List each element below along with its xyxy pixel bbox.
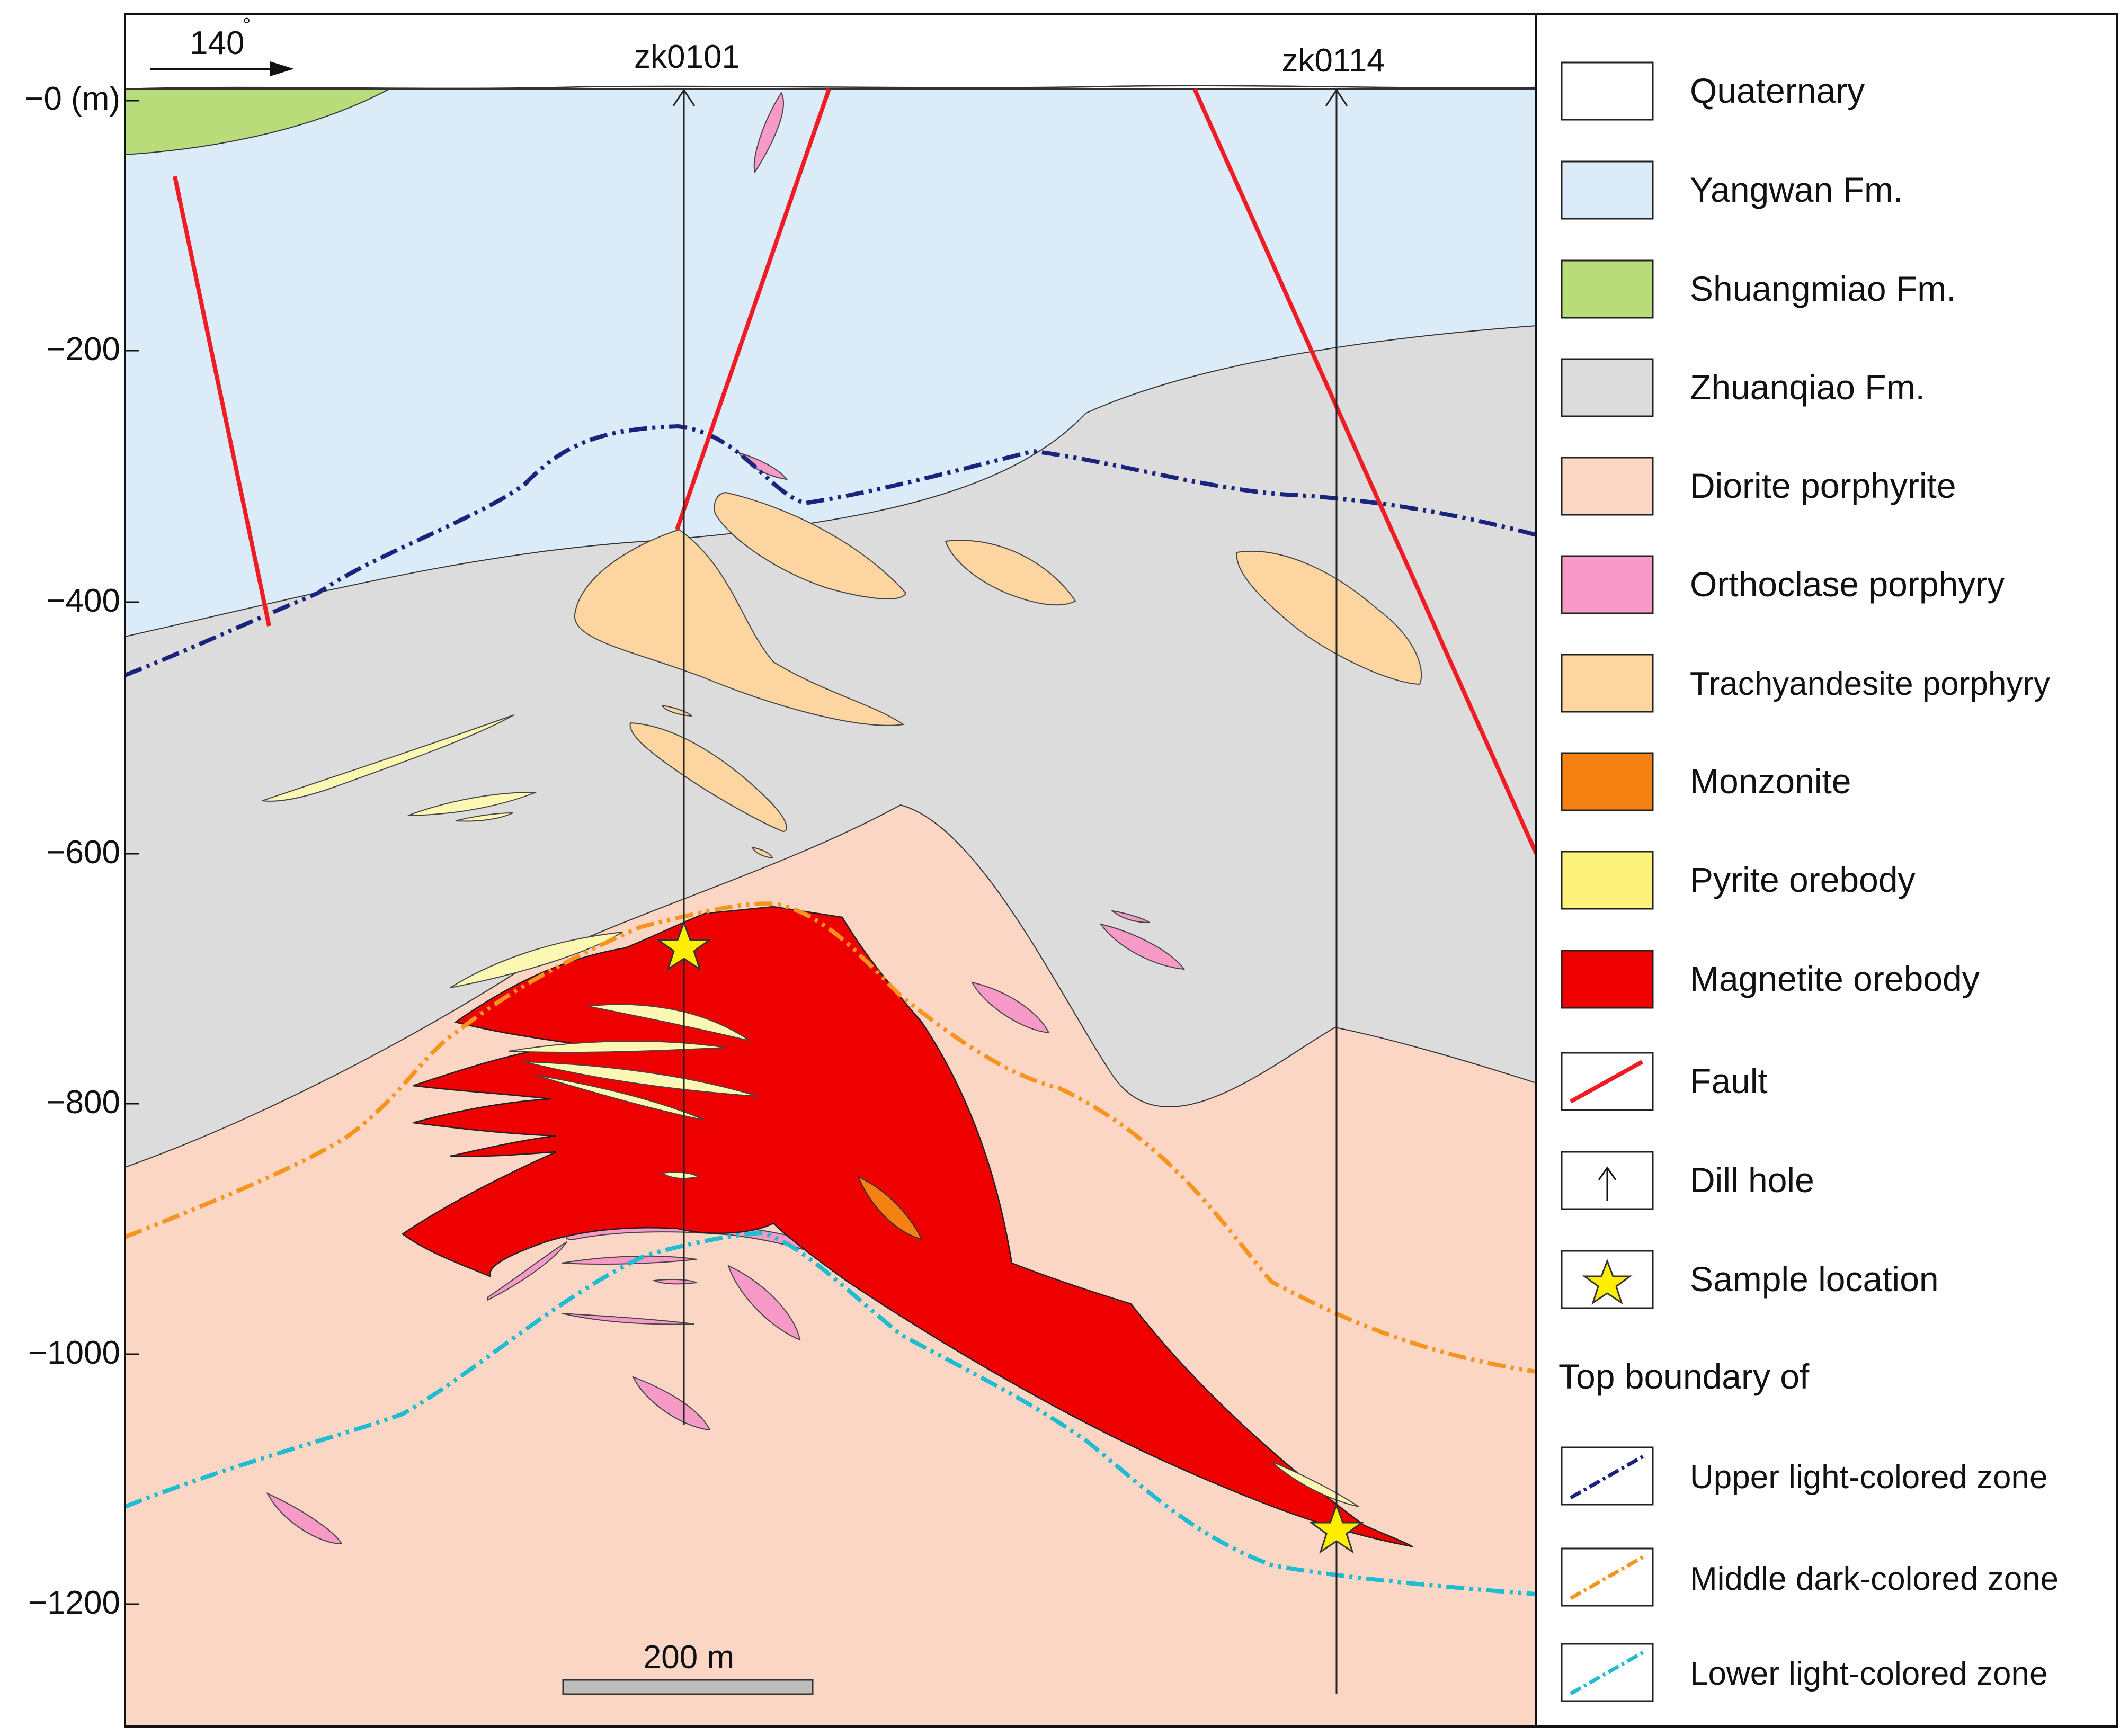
trachyandesite-body [574,529,905,726]
drill-holes [672,88,1348,1694]
pyrite-lens [524,1061,758,1097]
legend-label: Dill hole [1690,1160,1814,1200]
depth-label: −0 (m) [24,80,120,117]
lower-light-zone-boundary [125,1230,1536,1596]
lower-zone-line-icon [1570,1649,1646,1696]
pyrite-lens [450,932,623,988]
orthoclase-lens [1110,910,1152,924]
legend-swatch-magnetite [1561,950,1654,1009]
legend-boundary-heading: Top boundary of [1558,1357,1810,1396]
legend-label: Yangwan Fm. [1690,170,1903,209]
arrow-right-icon [270,61,294,76]
orthoclase-lens [631,1376,711,1431]
middle-zone-line-icon [1570,1554,1646,1600]
pyrite-lens [407,791,537,816]
direction-indicator: 140 ° [150,14,294,76]
fault-line [173,176,271,627]
legend-label: Lower light-colored zone [1690,1656,2048,1692]
orthoclase-lens [652,1278,697,1285]
star-icon [1582,1258,1633,1305]
legend-label: Zhuanqiao Fm. [1690,368,1925,407]
depth-label: −800 [46,1084,120,1121]
pyrite-lens [508,1041,726,1053]
arrow-up-icon [1598,1166,1617,1201]
legend-swatch-orthoclase [1561,555,1654,614]
section-body [125,14,1536,1726]
legend-label: Magnetite orebody [1690,959,1980,998]
legend-label: Pyrite orebody [1690,860,1916,899]
pyrite-lens [455,812,513,822]
pyrite-lenses-in-ore [450,932,1359,1507]
legend-labels: Quaternary Yangwan Fm. Shuangmiao Fm. Zh… [1558,71,2059,1692]
legend: Quaternary Yangwan Fm. Shuangmiao Fm. Zh… [1535,13,2118,1728]
trachyandesite-body [751,846,773,859]
legend-label: Middle dark-colored zone [1690,1561,2059,1597]
upper-zone-line-icon [1570,1453,1646,1500]
legend-swatch-pyrite [1561,851,1654,910]
depth-label: −200 [46,331,120,368]
middle-dark-zone-boundary [125,901,1536,1374]
orthoclase-lens [1099,923,1186,970]
direction-degree-mark: ° [243,14,251,37]
legend-swatch-trachyandesite [1561,654,1654,713]
pyrite-lens [587,1004,750,1041]
depth-label: −1200 [28,1585,120,1621]
sample-location-star [1308,1502,1365,1554]
arrow-up-icon [672,88,696,106]
depth-label: −400 [46,583,120,619]
pyrite-lenses-upper [262,714,537,822]
fault-line [675,88,831,531]
depth-label: −1000 [28,1335,120,1371]
fault-line-icon [1570,1060,1643,1104]
legend-swatch-diorite [1561,457,1654,516]
legend-swatch-yangwan [1561,160,1654,220]
legend-label: Monzonite [1690,762,1851,801]
scale-bar [562,1679,814,1695]
orthoclase-lens [266,1492,343,1545]
drill-hole-label-zk0114: zk0114 [1281,42,1385,79]
orthoclase-lens [561,1255,697,1265]
legend-label: Shuangmiao Fm. [1690,269,1956,308]
depth-axis: −0 (m) −200 −400 −600 −800 −1000 −1200 [24,80,139,1621]
sample-location-star [656,920,712,971]
orthoclase-lens [487,1241,567,1301]
trachyandesite-body [629,722,787,833]
legend-label: Trachyandesite porphyry [1690,666,2050,702]
orthoclase-lens [727,1265,801,1341]
legend-label: Fault [1690,1061,1768,1100]
pyrite-lens [535,1075,705,1121]
pyrite-lens [262,714,514,802]
legend-swatch-quaternary [1561,61,1654,121]
direction-label: 140 [190,25,244,61]
legend-swatch-monzonite [1561,752,1654,811]
ground-surface [125,85,1536,90]
shuangmiao-formation [125,88,390,156]
legend-label: Quaternary [1690,71,1865,110]
orthoclase-lens [561,1313,694,1325]
monzonite-body [857,1175,923,1240]
upper-light-zone-boundary [125,424,1536,677]
trachyandesite-body [945,540,1076,606]
legend-label: Upper light-colored zone [1690,1459,2048,1496]
scale-bar-label: 200 m [643,1639,734,1676]
depth-ticks [125,100,139,1605]
orthoclase-lens [753,91,784,174]
depth-label: −600 [46,834,120,871]
legend-label: Diorite porphyrite [1690,466,1956,505]
trachyandesite-body [1236,550,1422,685]
legend-label: Sample location [1690,1259,1939,1299]
arrow-up-icon [1325,88,1348,106]
legend-swatch-shuangmiao [1561,259,1654,319]
orthoclase-lens [971,981,1050,1034]
trachyandesite-body [714,491,907,599]
fault-line [1192,88,1536,855]
pyrite-lens [661,1171,700,1179]
faults [173,88,1536,855]
legend-label: Orthoclase porphyry [1690,565,2005,604]
legend-swatch-zhuanqiao [1561,358,1654,417]
drill-hole-label-zk0101: zk0101 [634,39,740,75]
